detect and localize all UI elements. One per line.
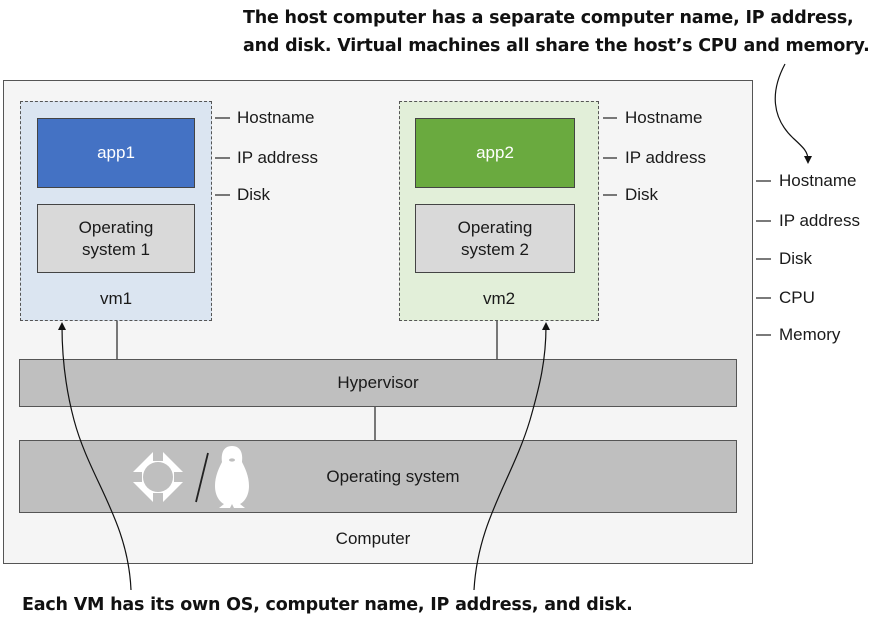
vm2-ip-label: IP address <box>625 148 706 167</box>
bottom-callout: Each VM has its own OS, computer name, I… <box>22 595 633 615</box>
vm1-name: vm1 <box>99 289 133 308</box>
host-hostname-label: Hostname <box>779 171 857 190</box>
slash-separator-icon <box>195 452 209 503</box>
app1-label: app1 <box>97 143 135 162</box>
guest-os-2-line-1: Operating <box>457 217 533 237</box>
vm2-hostname-label: Hostname <box>625 108 703 127</box>
app1-box: app1 <box>37 118 195 188</box>
guest-os-2-box: Operating system 2 <box>415 204 575 273</box>
hypervisor-label: Hypervisor <box>337 373 419 392</box>
host-cpu-label: CPU <box>779 288 815 307</box>
top-callout-line-2: and disk. Virtual machines all share the… <box>243 36 870 56</box>
host-ip-label: IP address <box>779 211 860 230</box>
top-callout-line-1: The host computer has a separate compute… <box>243 8 854 28</box>
windows-logo-icon <box>128 447 188 507</box>
bottom-callout-arrow-vm2 <box>473 322 550 591</box>
guest-os-1-line-1: Operating <box>78 217 154 237</box>
app2-label: app2 <box>476 143 514 162</box>
guest-os-2-line-2: system 2 <box>460 239 529 259</box>
vm2-disk-label: Disk <box>625 185 659 204</box>
host-disk-label: Disk <box>779 249 813 268</box>
top-callout-arrow <box>774 63 812 164</box>
app2-box: app2 <box>415 118 575 188</box>
bottom-callout-arrow-vm1 <box>58 322 132 591</box>
host-os-label: Operating system <box>326 466 460 486</box>
guest-os-1-line-2: system 1 <box>81 239 150 259</box>
computer-label: Computer <box>335 529 411 548</box>
vm2-name: vm2 <box>482 289 516 308</box>
top-callout: The host computer has a separate compute… <box>243 4 870 60</box>
hypervisor-bar: Hypervisor <box>19 359 737 407</box>
vm1-disk-label: Disk <box>237 185 271 204</box>
vm1-ip-label: IP address <box>237 148 318 167</box>
linux-penguin-icon <box>215 446 249 508</box>
vm1-hostname-label: Hostname <box>237 108 315 127</box>
host-memory-label: Memory <box>779 325 841 344</box>
guest-os-1-box: Operating system 1 <box>37 204 195 273</box>
